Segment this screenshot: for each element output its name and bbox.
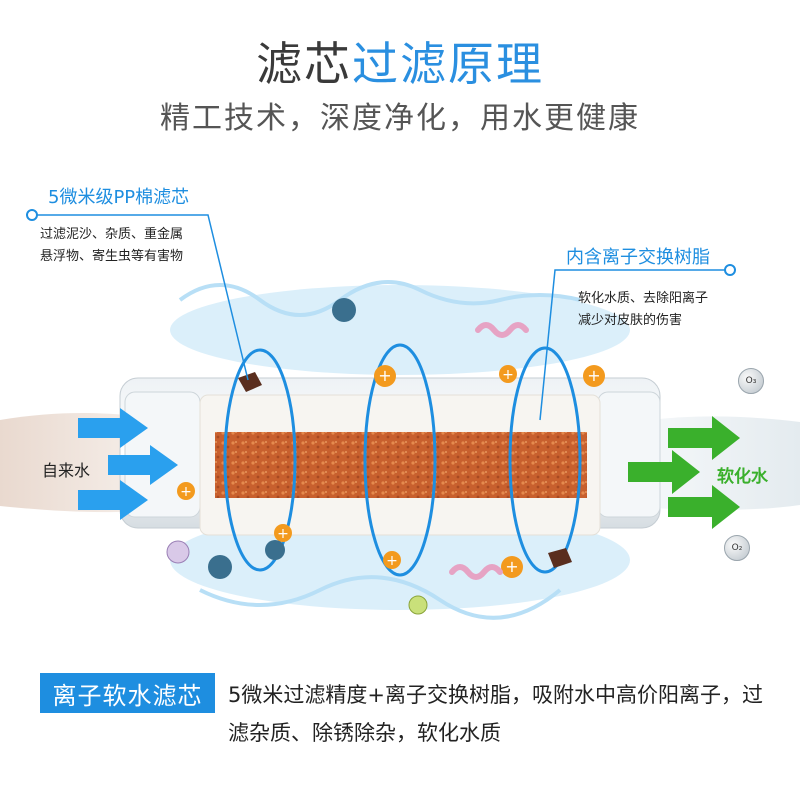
callout-right-line2: 减少对皮肤的伤害 xyxy=(578,313,683,328)
svg-text:+: + xyxy=(277,526,289,542)
page-subtitle: 精工技术，深度净化，用水更健康 xyxy=(160,101,640,136)
title-part-blue: 过滤原理 xyxy=(352,37,544,91)
svg-text:+: + xyxy=(180,484,192,500)
svg-text:+: + xyxy=(505,557,518,576)
footer-line2: 滤杂质、除锈除杂，软化水质 xyxy=(228,721,501,745)
resin-core xyxy=(215,432,587,498)
callout-right-line1: 软化水质、去除阳离子 xyxy=(578,291,709,306)
callout-left-line1: 过滤泥沙、杂质、重金属 xyxy=(40,227,184,242)
callout-left-dot xyxy=(26,209,38,221)
callout-left-line2: 悬浮物、寄生虫等有害物 xyxy=(40,249,184,264)
inflow-label: 自来水 xyxy=(42,461,91,480)
outflow-label: 软化水 xyxy=(717,467,768,487)
contaminants xyxy=(166,298,572,615)
cation-markers: + + + + + + + xyxy=(177,365,605,578)
callout-left-title: 5微米级PP棉滤芯 xyxy=(48,187,190,208)
inflow-arrows xyxy=(78,408,178,520)
page-title: 滤芯过滤原理 xyxy=(0,28,800,94)
callout-left-leader xyxy=(32,214,249,381)
end-cap-right xyxy=(597,391,661,518)
oxygen-molecule-icon: O₂ xyxy=(724,535,750,561)
callout-right-title: 内含离子交换树脂 xyxy=(566,247,710,268)
title-part-dark: 滤芯 xyxy=(256,37,352,91)
callout-right-dot xyxy=(724,264,736,276)
callout-right-leader xyxy=(539,269,730,421)
footer-title-badge: 离子软水滤芯 xyxy=(40,673,215,713)
ozone-molecule-icon: O₃ xyxy=(738,368,764,394)
svg-text:+: + xyxy=(386,553,398,569)
water-rings xyxy=(223,343,582,577)
footer-description: 5微米过滤精度+离子交换树脂，吸附水中高价阳离子，过 滤杂质、除锈除杂，软化水质 xyxy=(228,676,788,752)
outflow-arrows xyxy=(628,416,740,529)
svg-text:+: + xyxy=(502,367,514,383)
footer-line1: 5微米过滤精度+离子交换树脂，吸附水中高价阳离子，过 xyxy=(228,683,763,707)
callout-right-text: 软化水质、去除阳离子 减少对皮肤的伤害 xyxy=(578,288,708,332)
svg-text:+: + xyxy=(378,366,391,385)
svg-text:+: + xyxy=(587,366,600,385)
callout-left-text: 过滤泥沙、杂质、重金属 悬浮物、寄生虫等有害物 xyxy=(40,224,183,268)
